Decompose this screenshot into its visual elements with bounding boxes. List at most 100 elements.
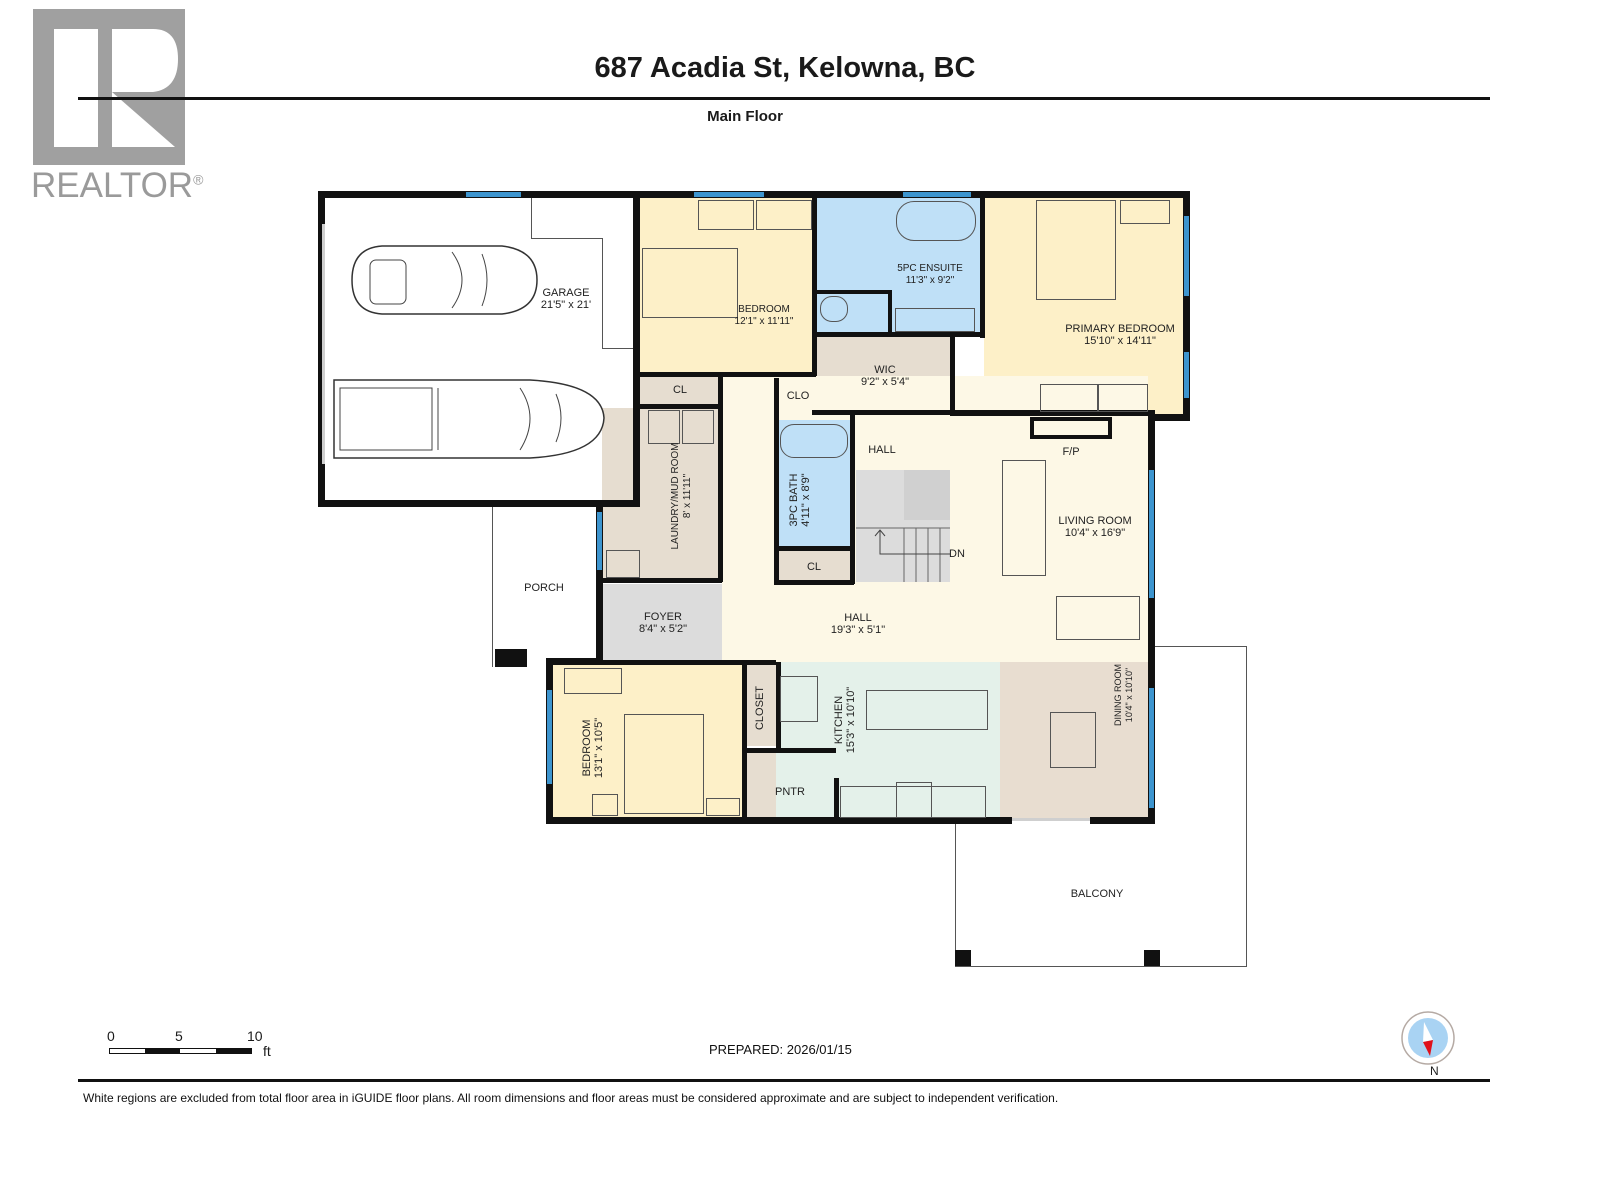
window — [903, 192, 971, 197]
balcony-outline — [1155, 646, 1247, 647]
room-label-cl: CL — [672, 384, 688, 396]
sofa-icon — [1002, 460, 1046, 576]
wall — [776, 662, 781, 752]
wall — [1090, 817, 1155, 824]
wall — [774, 580, 854, 585]
wall — [596, 507, 603, 665]
room-bath3[interactable] — [778, 420, 850, 550]
stairs-down-label: DN — [949, 548, 965, 560]
wall — [812, 198, 817, 376]
scale-bar — [109, 1048, 252, 1054]
balcony-outline — [1246, 646, 1247, 967]
wall — [318, 191, 325, 507]
wall — [774, 378, 779, 584]
dresser-icon — [1098, 384, 1148, 412]
room-label-closet: CLOSET — [754, 686, 766, 731]
wall — [816, 290, 888, 294]
room-label-pantry: PNTR — [775, 786, 805, 798]
porch-post — [495, 649, 527, 667]
wall — [1183, 191, 1190, 421]
balcony-outline — [955, 966, 1247, 967]
wall — [774, 546, 854, 551]
wall — [742, 662, 747, 818]
car-icon — [351, 245, 538, 315]
porch-outline — [492, 507, 493, 667]
room-closet[interactable] — [746, 664, 776, 746]
wall — [600, 660, 776, 665]
balcony-outline — [955, 824, 956, 966]
disclaimer-text: White regions are excluded from total fl… — [83, 1091, 1059, 1105]
dresser-icon — [1120, 200, 1170, 224]
room-bedroom-north[interactable] — [640, 198, 816, 374]
bed-icon — [642, 248, 738, 318]
balcony-slider — [1012, 818, 1090, 821]
dryer-icon — [682, 410, 714, 444]
kitchen-island-icon — [866, 690, 988, 730]
wall — [1148, 414, 1190, 421]
fridge-icon — [780, 676, 818, 722]
desk-icon — [564, 668, 622, 694]
wall — [950, 336, 955, 416]
wall — [718, 372, 723, 582]
wall — [980, 198, 985, 338]
toilet-icon — [820, 296, 848, 322]
dining-table-icon — [1050, 712, 1096, 768]
room-label-hall-upper: HALL — [868, 444, 896, 456]
room-cl-north[interactable] — [640, 376, 720, 406]
nightstand-icon — [706, 798, 740, 816]
wall — [850, 415, 855, 584]
vanity-icon — [895, 308, 975, 332]
scale-tick-10: 10 — [247, 1028, 263, 1044]
room-dining[interactable] — [1000, 662, 1148, 818]
fireplace-label: F/P — [1062, 446, 1080, 458]
room-label-clo: CLO — [786, 390, 810, 402]
wall — [1148, 414, 1155, 824]
nightstand-icon — [592, 794, 618, 816]
compass-label: N — [1430, 1064, 1439, 1078]
scale-unit: ft — [263, 1043, 271, 1059]
realtor-brand-text: REALTOR® — [31, 166, 204, 205]
title-divider — [78, 97, 1490, 100]
compass-north-icon — [1401, 1011, 1455, 1065]
room-foyer[interactable] — [602, 584, 722, 662]
fireplace-icon — [1030, 417, 1112, 439]
dresser-icon — [698, 200, 754, 230]
garage-outline — [531, 238, 603, 239]
window — [1149, 688, 1154, 808]
room-kitchen[interactable] — [776, 662, 1000, 818]
wall — [546, 658, 602, 665]
room-label-cl-bath: CL — [806, 561, 822, 573]
wall — [888, 290, 892, 334]
floor-label: Main Floor — [707, 108, 783, 125]
window — [1149, 470, 1154, 598]
wall — [640, 372, 816, 377]
garage-door — [322, 224, 325, 464]
window — [597, 512, 602, 570]
room-bedroom-south[interactable] — [550, 664, 746, 818]
desk-icon — [756, 200, 812, 230]
wall — [812, 332, 984, 337]
garage-outline — [531, 198, 532, 238]
room-label-porch: PORCH — [524, 582, 564, 594]
wall — [640, 404, 722, 409]
room-laundry[interactable] — [602, 408, 722, 582]
prepared-date: PREPARED: 2026/01/15 — [709, 1042, 852, 1057]
wall — [633, 191, 640, 507]
bed-icon — [1036, 200, 1116, 300]
stairs-icon — [856, 470, 950, 582]
footer-divider — [78, 1079, 1490, 1082]
window — [1184, 352, 1189, 398]
room-cl-bath[interactable] — [778, 550, 850, 582]
scale-tick-0: 0 — [107, 1028, 115, 1044]
wall — [318, 500, 638, 507]
